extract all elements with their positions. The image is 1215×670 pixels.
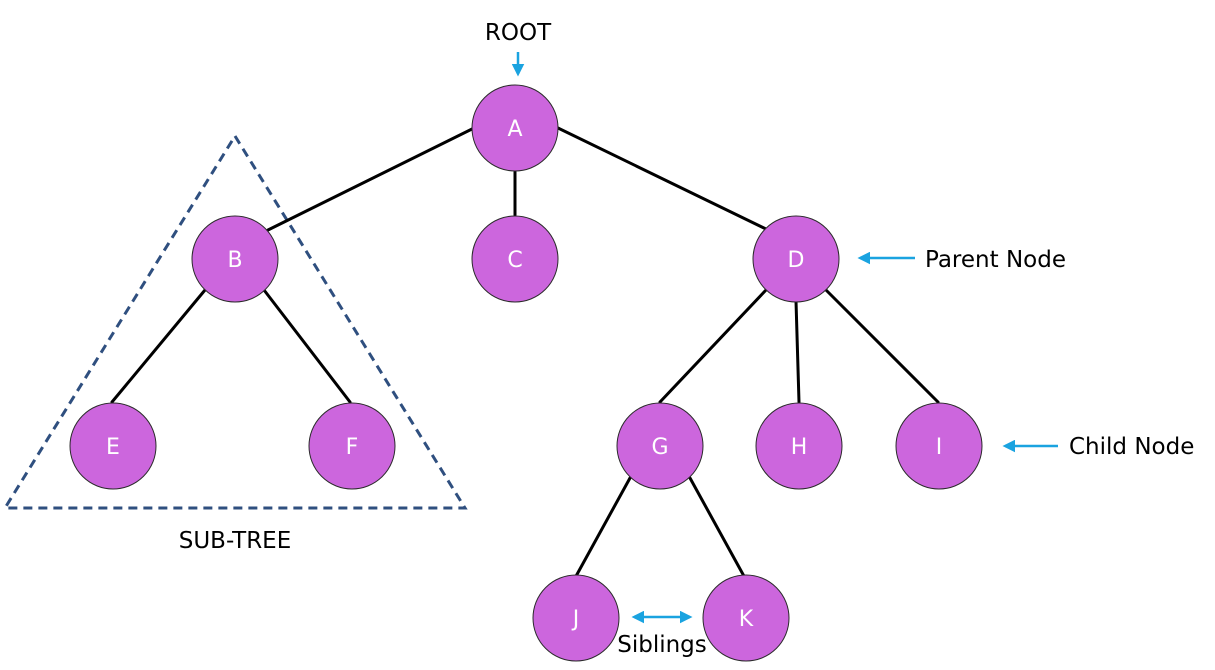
tree-edges bbox=[110, 126, 940, 580]
edge-g-k bbox=[688, 476, 747, 580]
node-j-label: J bbox=[571, 607, 580, 632]
edge-b-f bbox=[262, 288, 352, 404]
siblings-label: Siblings bbox=[617, 632, 707, 658]
node-h: H bbox=[755, 402, 843, 490]
node-b: B bbox=[191, 215, 279, 303]
node-i: I bbox=[895, 402, 983, 490]
node-f-label: F bbox=[346, 435, 359, 460]
edge-d-h bbox=[794, 299, 801, 404]
node-j: J bbox=[532, 574, 620, 662]
node-f: F bbox=[308, 402, 396, 490]
parent-node-label: Parent Node bbox=[925, 247, 1066, 273]
node-k-label: K bbox=[739, 607, 754, 632]
edge-d-g bbox=[658, 288, 768, 404]
child-node-label: Child Node bbox=[1069, 434, 1194, 460]
root-label: ROOT bbox=[485, 20, 552, 46]
subtree-label: SUB-TREE bbox=[179, 528, 292, 554]
edge-a-b bbox=[266, 126, 476, 232]
node-a: A bbox=[471, 84, 559, 172]
node-g: G bbox=[616, 402, 704, 490]
edge-d-i bbox=[824, 288, 940, 404]
node-b-label: B bbox=[227, 248, 242, 273]
node-a-label: A bbox=[507, 117, 522, 142]
node-e: E bbox=[69, 402, 157, 490]
node-e-label: E bbox=[106, 435, 120, 460]
subtree-outline bbox=[2, 133, 468, 510]
edge-a-d bbox=[556, 126, 770, 232]
edge-b-e bbox=[110, 288, 207, 404]
node-d: D bbox=[752, 215, 840, 303]
node-k: K bbox=[702, 574, 790, 662]
node-g-label: G bbox=[651, 435, 668, 460]
node-d-label: D bbox=[788, 248, 805, 273]
node-c: C bbox=[471, 215, 559, 303]
node-c-label: C bbox=[507, 248, 522, 273]
node-h-label: H bbox=[791, 435, 808, 460]
node-i-label: I bbox=[936, 435, 943, 460]
edge-g-j bbox=[573, 476, 632, 580]
